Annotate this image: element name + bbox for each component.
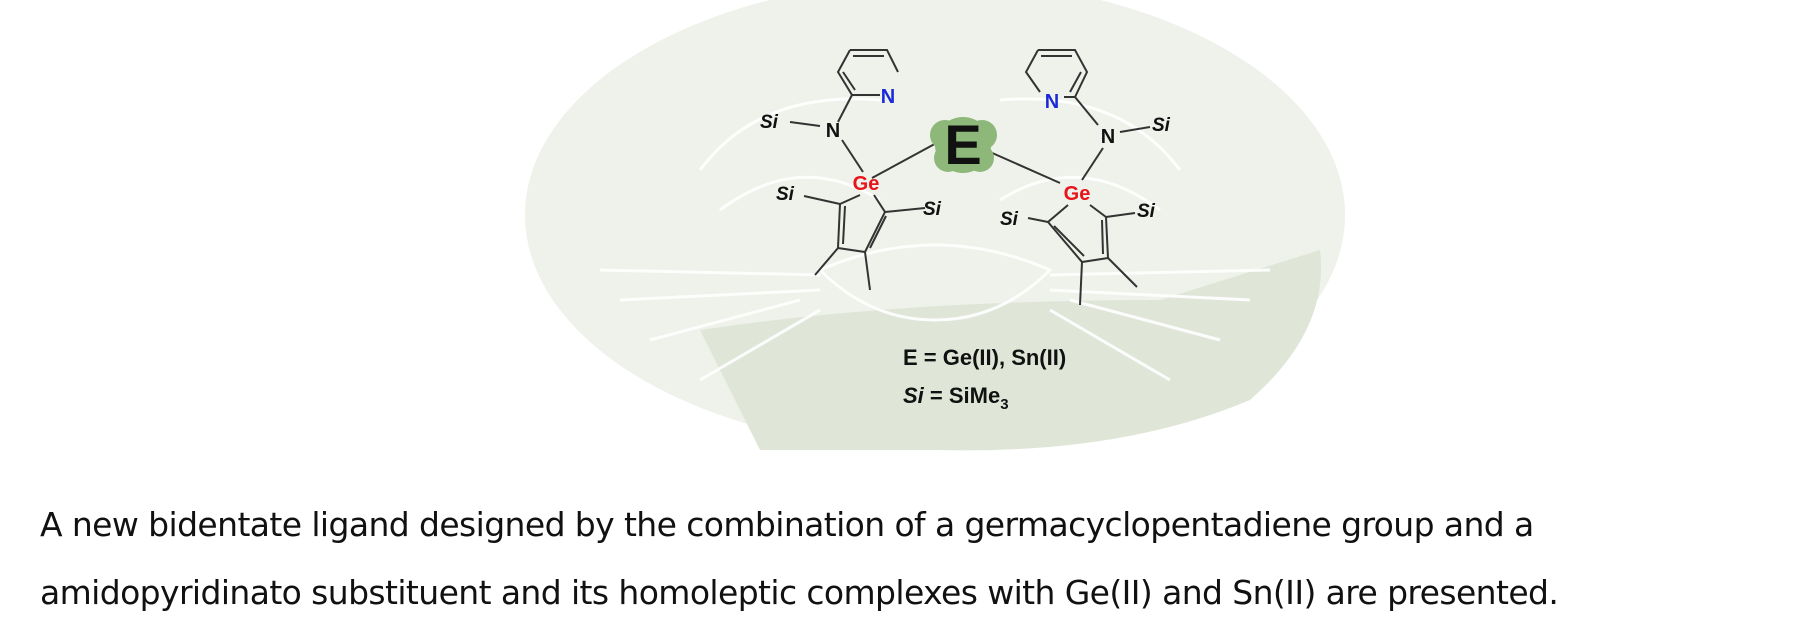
e-cloud: E [930,113,997,176]
e-atom-label: E [944,113,981,176]
pyridine-n-right: N [1045,91,1059,113]
background-ellipse [525,0,1345,451]
caption-line-1: A new bidentate ligand designed by the c… [40,505,1534,544]
legend-e-definition: E = Ge(II), Sn(II) [903,345,1066,370]
si-label: Si [1137,201,1156,222]
legend: E = Ge(II), Sn(II) Si = SiMe3 [903,345,1066,413]
si-label: Si [760,112,779,133]
si-label: Si [1000,209,1019,230]
amide-n-left: N [826,120,840,142]
si-label: Si [776,184,795,205]
legend-si-definition: Si = SiMe3 [903,383,1009,413]
si-label: Si [1152,115,1171,136]
right-ligand [989,49,1151,306]
graphical-abstract-figure: E N N N N Ge Ge Si Si Si Si Si Si E = Ge… [525,0,1345,451]
left-ligand [789,49,943,291]
crab-watermark [599,97,1271,382]
ge-left: Ge [853,173,880,195]
caption-line-2: amidopyridinato substituent and its homo… [40,573,1559,612]
pyridine-n-left: N [881,86,895,108]
si-label: Si [923,199,942,220]
amide-n-right: N [1101,126,1115,148]
ge-right: Ge [1064,183,1091,205]
